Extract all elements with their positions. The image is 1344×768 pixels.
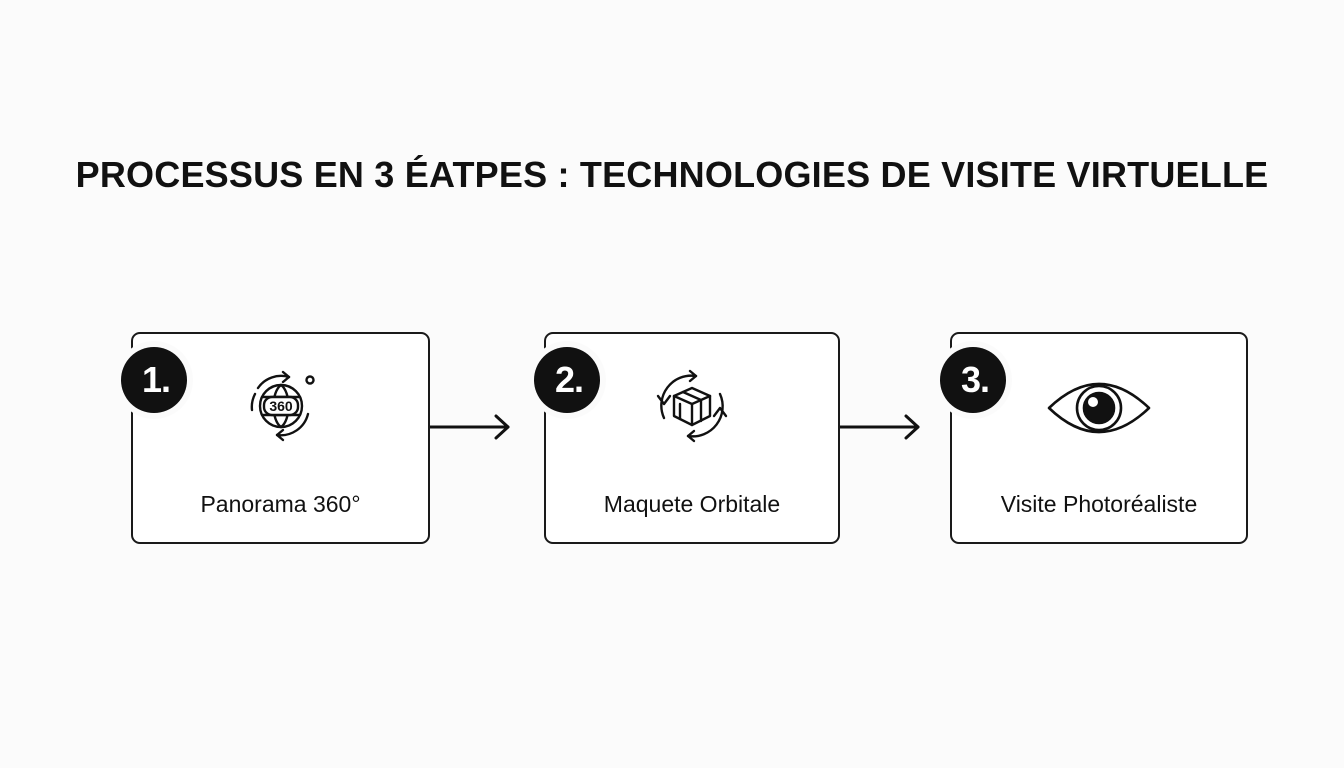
step-card-visite: 3. Visite Photoréaliste xyxy=(940,332,1248,544)
step-label: Visite Photoréaliste xyxy=(1000,491,1198,517)
step-number-badge: 3. xyxy=(940,347,1006,413)
eye-icon xyxy=(1044,364,1154,453)
rotating-cube-icon xyxy=(644,364,740,453)
globe-360-icon: 360 xyxy=(239,364,323,453)
arrow-right-icon xyxy=(428,412,514,447)
diagram-title: PROCESSUS EN 3 ÉATPES : TECHNOLOGIES DE … xyxy=(75,154,1269,195)
step-number: 3. xyxy=(960,359,990,400)
globe-360-text: 360 xyxy=(269,398,293,414)
step-number-badge: 2. xyxy=(534,347,600,413)
arrow-right-icon xyxy=(838,412,924,447)
step-label: Panorama 360° xyxy=(200,491,361,517)
step-label: Maquete Orbitale xyxy=(603,491,781,517)
step-number: 1. xyxy=(141,359,171,400)
step-number-badge: 1. xyxy=(121,347,187,413)
step-card-maquette: 2. Maquete Orbitale xyxy=(534,332,840,544)
step-number: 2. xyxy=(554,359,584,400)
step-card-panorama: 1. 360 Panorama 360° xyxy=(121,332,430,544)
